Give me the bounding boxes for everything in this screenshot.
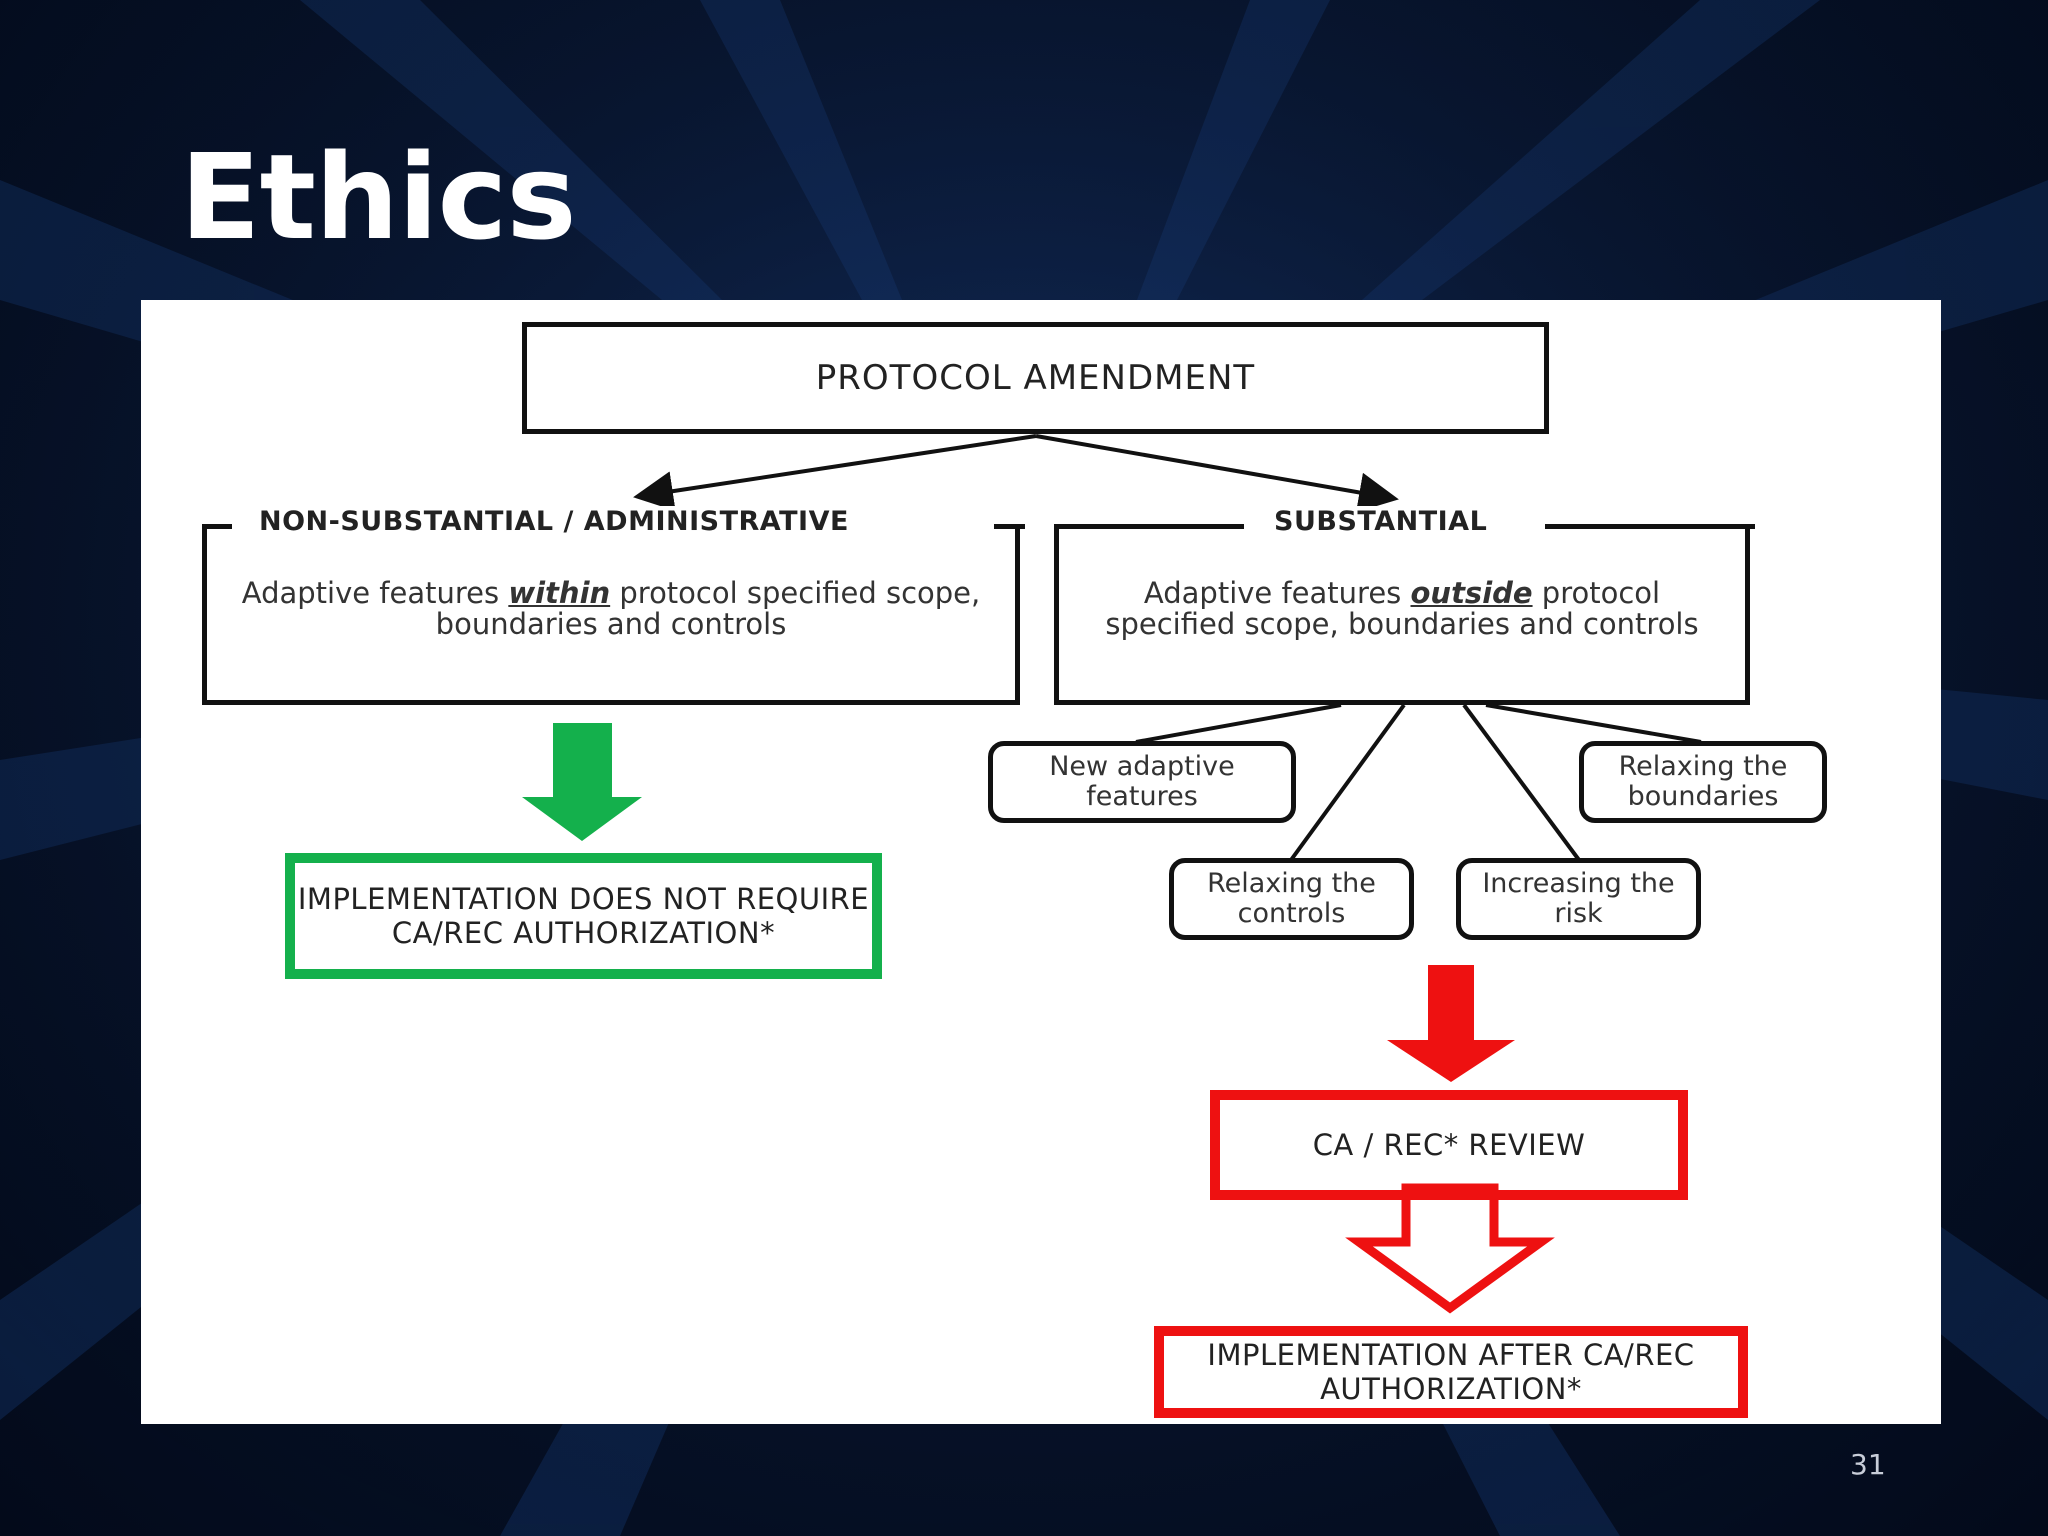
substantial-label: SUBSTANTIAL: [1264, 506, 1498, 537]
slide-number: 31: [1850, 1448, 1886, 1481]
review-box: CA / REC* REVIEW: [1210, 1090, 1688, 1200]
substantial-body-emph: outside: [1410, 576, 1533, 610]
diagram-connectors: [522, 434, 1702, 1314]
protocol-amendment-box: PROTOCOL AMENDMENT: [522, 322, 1549, 434]
substantial-body-pre: Adaptive features: [1143, 576, 1411, 610]
substantial-body: Adaptive features outside protocol speci…: [1079, 578, 1725, 640]
branch-new-adaptive: [1135, 703, 1342, 744]
sub-item-relaxing-boundaries: Relaxing the boundaries: [1579, 741, 1827, 823]
arrow-to-non-substantial: [633, 434, 1037, 511]
non-substantial-body-post: protocol specified scope, boundaries and…: [435, 576, 981, 641]
sub-item-relaxing-controls: Relaxing the controls: [1169, 858, 1414, 940]
non-substantial-box: NON-SUBSTANTIAL / ADMINISTRATIVE Adaptiv…: [202, 506, 1025, 705]
red-down-arrow: [1387, 965, 1515, 1082]
green-down-arrow: [522, 723, 642, 841]
substantial-box: SUBSTANTIAL Adaptive features outside pr…: [1054, 506, 1755, 705]
red-outline-arrow: [1345, 1183, 1555, 1314]
diagram-panel: PROTOCOL AMENDMENT NON-SUBSTANTIAL / ADM…: [141, 300, 1941, 1424]
branch-relaxing-boundaries: [1485, 703, 1702, 744]
branch-increasing-risk: [1462, 703, 1581, 862]
non-substantial-body: Adaptive features within protocol specif…: [227, 578, 995, 640]
sub-item-increasing-risk: Increasing the risk: [1456, 858, 1701, 940]
arrow-to-substantial: [1035, 434, 1399, 513]
non-substantial-label: NON-SUBSTANTIAL / ADMINISTRATIVE: [249, 506, 859, 537]
sub-item-new-adaptive-features: New adaptive features: [988, 741, 1296, 823]
non-substantial-body-emph: within: [508, 576, 611, 610]
authorization-outcome-box: IMPLEMENTATION AFTER CA/REC AUTHORIZATIO…: [1154, 1326, 1748, 1418]
no-authorization-outcome-box: IMPLEMENTATION DOES NOT REQUIRE CA/REC A…: [285, 853, 882, 979]
substantial-body-post: protocol specified scope, boundaries and…: [1105, 576, 1699, 641]
branch-relaxing-controls: [1289, 703, 1406, 862]
slide-title: Ethics: [180, 128, 577, 266]
non-substantial-body-pre: Adaptive features: [241, 576, 509, 610]
